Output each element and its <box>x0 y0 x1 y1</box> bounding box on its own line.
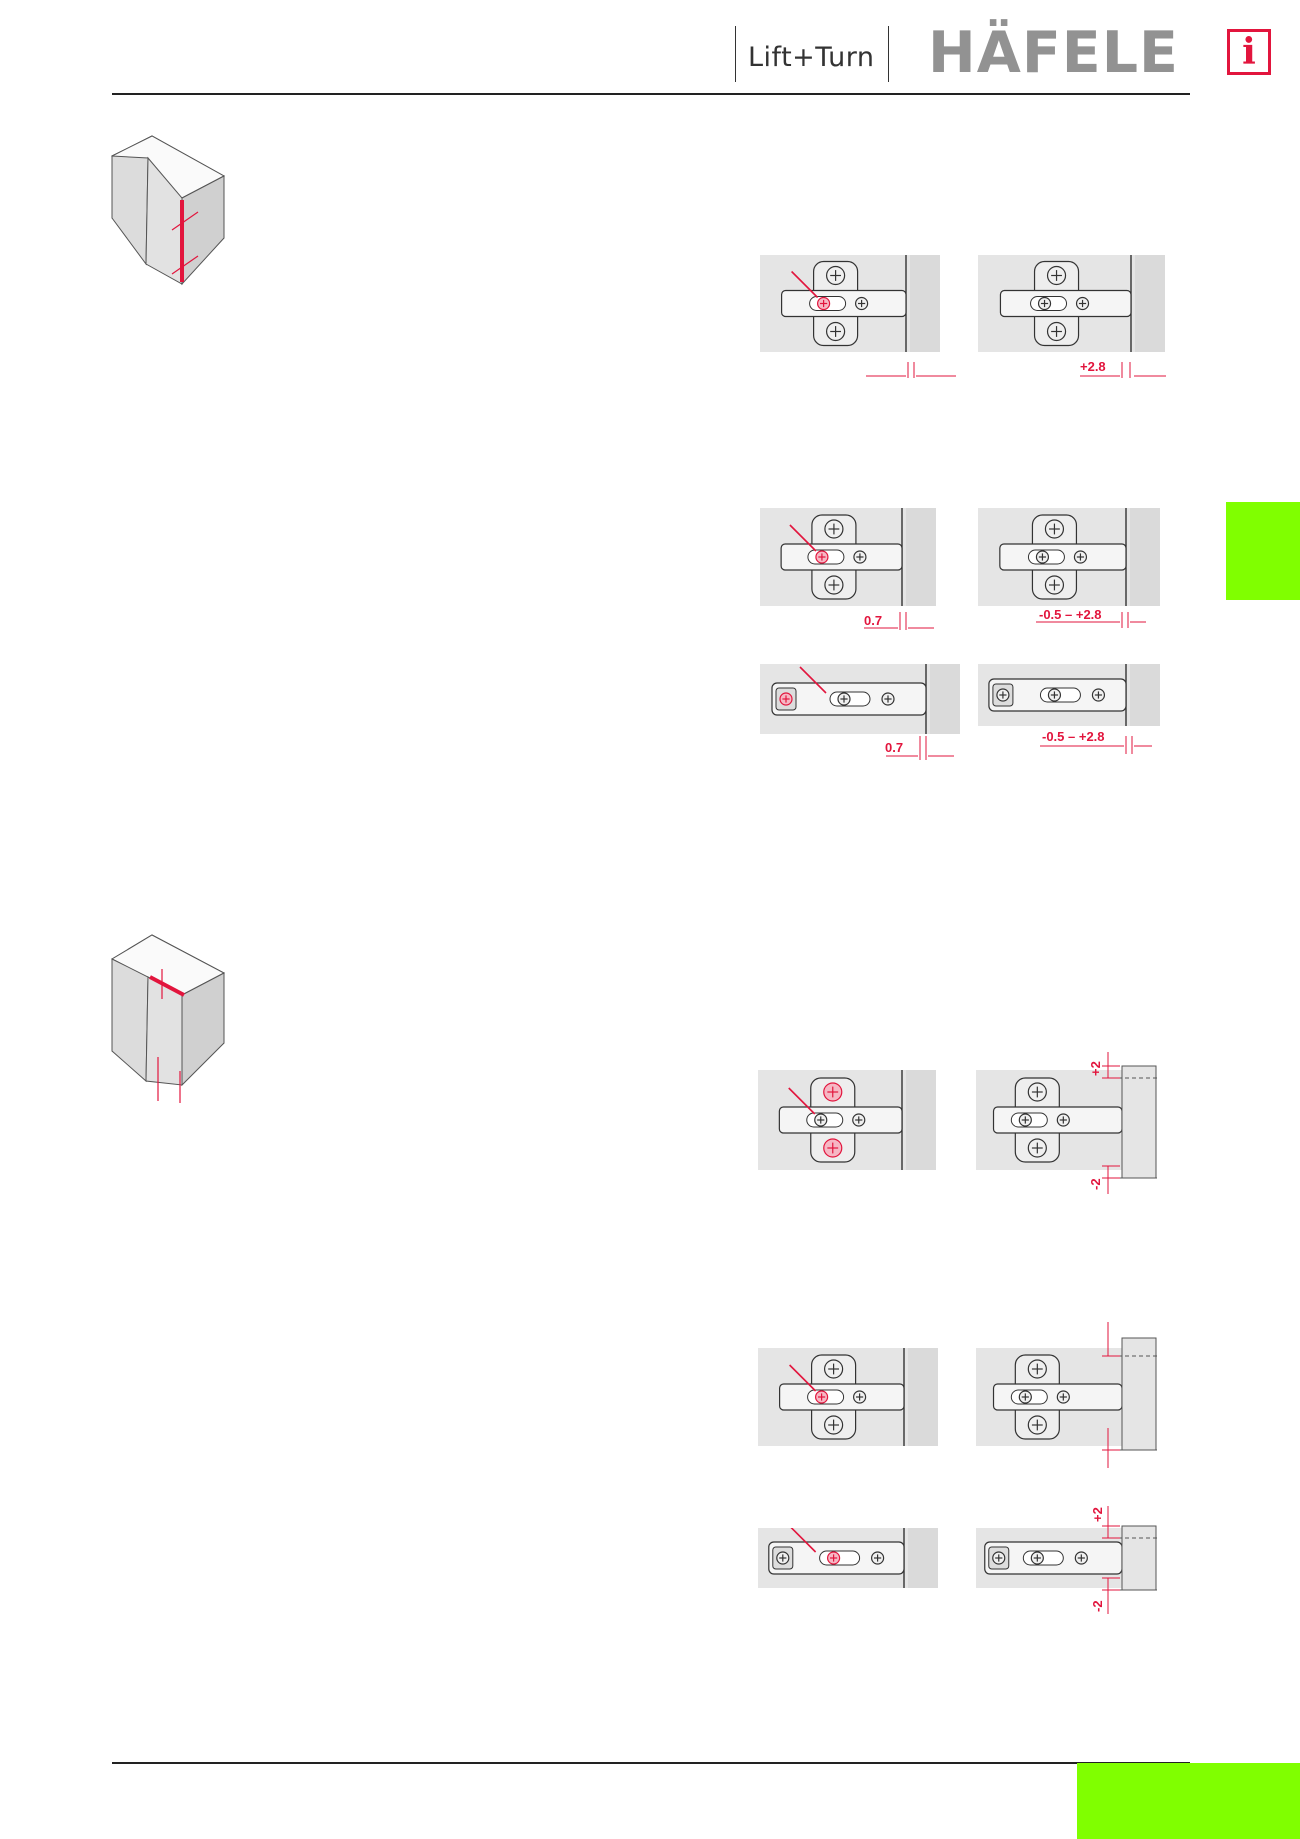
info-icon[interactable]: i <box>1227 29 1271 75</box>
section-tab[interactable] <box>1226 502 1300 600</box>
dimension-arrows-b1 <box>864 612 1146 630</box>
height-door-c1 <box>1102 1052 1158 1194</box>
dimension-label: 0.7 <box>885 740 904 755</box>
dimension-arrow-a2 <box>1080 362 1166 378</box>
height-door-c2 <box>1102 1322 1158 1468</box>
dimension-label: -2 <box>1090 1600 1105 1612</box>
footer-page-tab <box>1077 1763 1300 1839</box>
dimension-arrows-b2 <box>886 736 1152 760</box>
hinge-figure <box>760 508 936 606</box>
hinge-figure <box>758 1348 938 1446</box>
lift-turn-logo-text: Lift+Turn <box>748 42 875 73</box>
hinge-figure <box>758 1528 938 1588</box>
dimension-label: +2 <box>1090 1507 1105 1522</box>
hinge-figure <box>978 508 1160 606</box>
header-rule <box>112 93 1190 95</box>
hafele-logo: HÄFELE <box>928 20 1179 86</box>
dimension-arrow-a1 <box>866 362 956 378</box>
hinge-figure <box>976 1348 1122 1446</box>
dimension-label: +2 <box>1088 1061 1103 1076</box>
hinge-figure <box>978 664 1160 726</box>
hinge-figure <box>760 255 940 352</box>
dimension-label: -0.5 – +2.8 <box>1042 729 1105 744</box>
lift-turn-logo: Lift+Turn <box>735 26 889 82</box>
height-door-c3 <box>1102 1506 1158 1614</box>
footer-rule <box>112 1762 1190 1764</box>
dimension-label: -2 <box>1088 1178 1103 1190</box>
hinge-figure <box>976 1528 1122 1588</box>
dimension-label: -0.5 – +2.8 <box>1039 607 1102 622</box>
hinge-figure <box>978 255 1165 352</box>
hinge-figure <box>760 664 960 734</box>
hinge-figure <box>758 1070 936 1170</box>
cabinet-height-icon <box>110 934 226 1103</box>
cabinet-depth-icon <box>110 135 226 286</box>
dimension-label: +2.8 <box>1080 359 1106 374</box>
dimension-label: 0.7 <box>864 613 883 628</box>
